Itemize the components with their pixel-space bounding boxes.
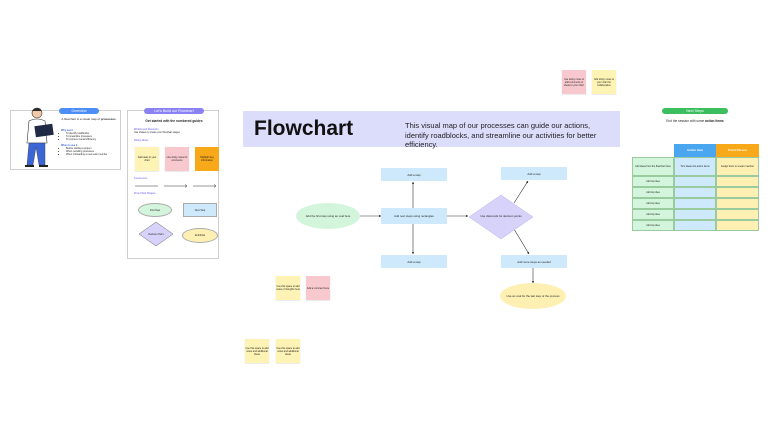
table-row[interactable]: Add top idea <box>632 176 674 187</box>
table-cell[interactable] <box>716 187 759 198</box>
table-cell[interactable]: Add ideas from the flowchart here <box>632 157 674 176</box>
overview-when-heading: When to use it <box>61 144 78 147</box>
guide-sticky-yellow[interactable]: Add ideas to your chart <box>135 147 159 171</box>
shape-diamond-label: Decision Point <box>148 232 164 236</box>
connector-arrows <box>135 184 217 188</box>
flow-right-mid[interactable]: Add more steps as needed <box>501 255 567 268</box>
sticky-note[interactable]: Use this space to add notes and addition… <box>245 339 269 363</box>
guide-section-1-text: Use shapes to create your flowchart stag… <box>134 131 180 134</box>
flow-decision-diamond[interactable] <box>468 194 534 240</box>
table-cell[interactable]: Assign them to a team member <box>716 157 759 176</box>
overview-pill: Overview <box>59 108 99 114</box>
list-item: To streamline processes <box>66 135 119 138</box>
guide-section-3-heading: Connectors <box>134 177 148 180</box>
guide-pill: Let's Build our Flowchart <box>144 108 204 114</box>
shape-rect-blue[interactable]: Next Step <box>183 203 217 217</box>
sticky-note[interactable]: Use this space to add notes or thoughts … <box>276 276 300 300</box>
guide-section-4-heading: Flow Chart Shapes <box>134 192 156 195</box>
guide-card: Let's Build our Flowchart Get started wi… <box>127 108 219 259</box>
list-item: Before starting a project <box>66 147 119 150</box>
list-item: When revisiting processes <box>66 150 119 153</box>
person-with-laptop-illustration <box>25 107 54 167</box>
overview-card: Overview A flowchart is a visual map of … <box>10 107 121 170</box>
sticky-note[interactable]: Add a comment here <box>306 276 330 300</box>
col-header-owner: Point Person <box>716 144 759 157</box>
sticky-note[interactable]: Add sticky notes to your chart for colla… <box>592 70 616 94</box>
table-cell[interactable] <box>674 187 716 198</box>
table-row[interactable]: Add top idea <box>632 187 674 198</box>
col-header-action: Action Item <box>674 144 716 157</box>
title-band: Flowchart This visual map of our process… <box>243 111 620 149</box>
next-steps-pill: Next Steps <box>662 108 728 114</box>
list-item: To improve overall efficiency <box>66 138 119 141</box>
guide-section-2-heading: Sticky Notes <box>134 139 149 142</box>
flow-step-bottom[interactable]: Add a step <box>381 255 447 268</box>
table-cell[interactable] <box>674 198 716 209</box>
table-cell[interactable] <box>674 209 716 220</box>
flow-start-oval[interactable]: Add the first step using an oval here <box>296 203 360 229</box>
table-cell[interactable] <box>716 209 759 220</box>
guide-sticky-orange[interactable]: Highlight key information <box>195 147 219 171</box>
overview-why-heading: Why use it <box>61 129 73 132</box>
sticky-note[interactable]: Use sticky notes to add comments or idea… <box>562 70 586 94</box>
shape-oval-green[interactable]: First Step <box>138 203 172 217</box>
guide-get-started: Get started with the numbered guides <box>145 119 203 123</box>
flow-right-top[interactable]: Add a step <box>501 167 567 180</box>
next-steps-text: End the session with some action items <box>666 119 724 123</box>
overview-why-list: To identify roadblocks To streamline pro… <box>61 132 119 141</box>
list-item: When onboarding a new team member <box>66 153 119 156</box>
table-cell[interactable] <box>674 220 716 231</box>
table-cell[interactable]: Turn ideas into action items <box>674 157 716 176</box>
flow-end-oval[interactable]: Use an oval for the last step of the pro… <box>500 283 566 309</box>
title-description: This visual map of our processes can gui… <box>405 121 597 149</box>
list-item: To identify roadblocks <box>66 132 119 135</box>
shape-diamond-purple[interactable] <box>138 221 174 247</box>
flow-step-top[interactable]: Add a step <box>381 168 447 181</box>
guide-sticky-pink[interactable]: Use sticky notes for comments <box>165 147 189 171</box>
guide-section-1-heading: Whiteboard Elements <box>134 128 159 131</box>
table-row[interactable]: Add top idea <box>632 220 674 231</box>
table-cell[interactable] <box>716 176 759 187</box>
flow-step-mid[interactable]: Add next steps using rectangles <box>381 208 447 224</box>
shape-oval-yellow[interactable]: End/Final <box>182 228 218 243</box>
table-row[interactable]: Add top idea <box>632 198 674 209</box>
flow-decision-label: Use diamonds for decision points <box>480 213 522 218</box>
sticky-note[interactable]: Use this space to add notes and addition… <box>276 339 300 363</box>
table-cell[interactable] <box>674 176 716 187</box>
overview-when-list: Before starting a project When revisitin… <box>61 147 119 156</box>
table-row[interactable]: Add top idea <box>632 209 674 220</box>
action-items-table: Action Item Point Person Add ideas from … <box>632 144 759 231</box>
table-cell[interactable] <box>716 198 759 209</box>
overview-intro: A flowchart is a visual map of processes <box>61 117 116 121</box>
table-cell[interactable] <box>716 220 759 231</box>
page-title: Flowchart <box>254 117 354 140</box>
